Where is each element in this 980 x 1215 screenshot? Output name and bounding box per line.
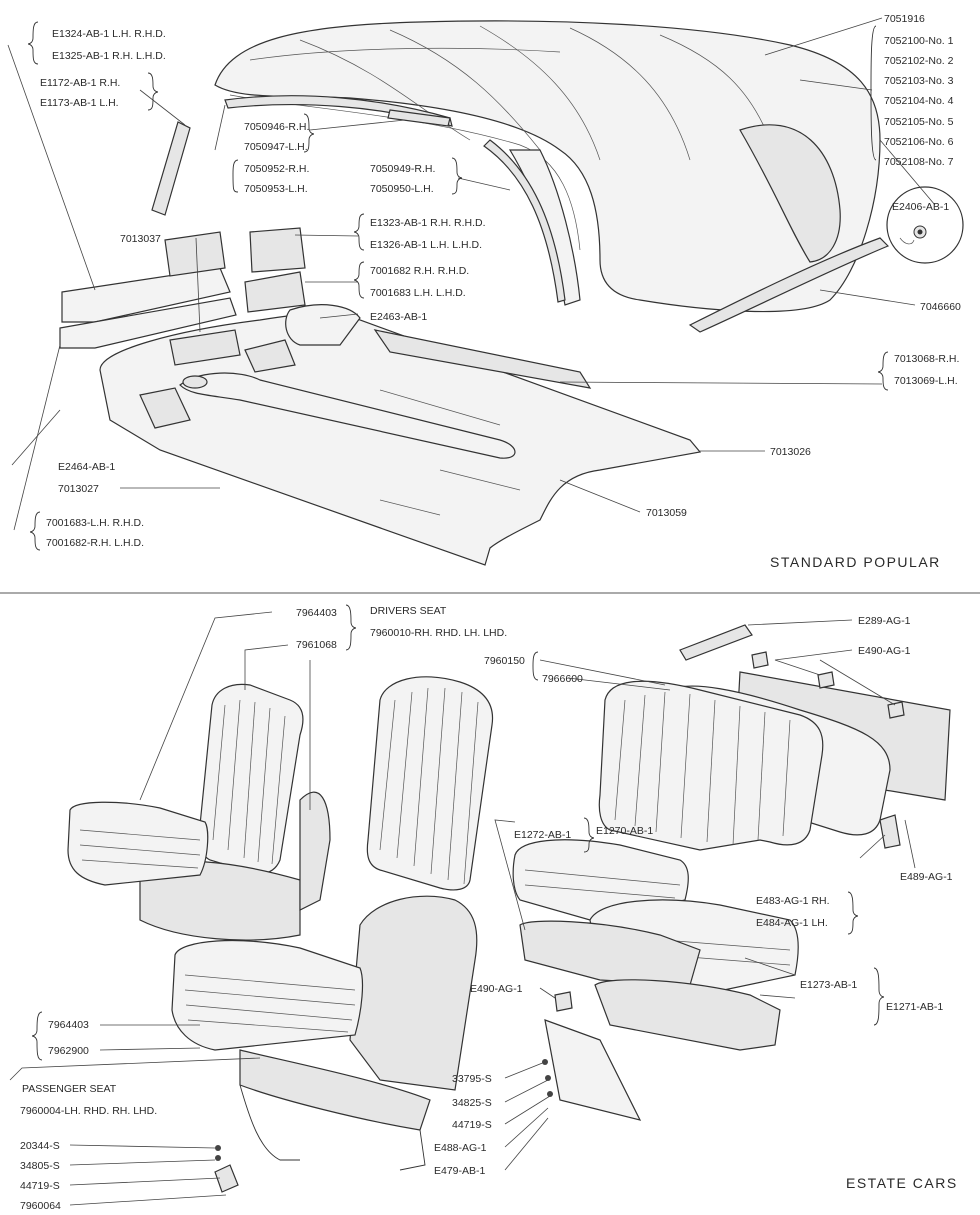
sill-strip-illustration <box>688 237 890 333</box>
trim-strip-illustration <box>151 121 191 216</box>
part-label-33795: 33795-S <box>452 1073 492 1085</box>
part-label-e1272: E1272-AB-1 <box>514 829 571 841</box>
part-label-7052103: 7052103-No. 3 <box>884 75 954 87</box>
fittings-illustration <box>214 624 905 1193</box>
part-label-e2463: E2463-AB-1 <box>370 311 427 323</box>
part-label-7052106: 7052106-No. 6 <box>884 136 954 148</box>
part-label-e490b: E490-AG-1 <box>470 983 523 995</box>
bottom-brackets <box>31 604 885 1061</box>
fastener-detail-illustration <box>886 186 964 264</box>
roof-rail-illustration <box>224 95 566 303</box>
part-label-e488: E488-AG-1 <box>434 1142 487 1154</box>
part-label-7013068: 7013068-R.H. <box>894 353 959 365</box>
part-label-e2406: E2406-AB-1 <box>892 201 949 213</box>
part-label-7050950: 7050950-L.H. <box>370 183 434 195</box>
part-label-7960064: 7960064 <box>20 1200 61 1212</box>
bottom-part-labels: 7964403 7961068 DRIVERS SEAT 7960010-RH.… <box>20 605 953 1212</box>
top-brackets <box>27 21 889 551</box>
part-label-44719a: 44719-S <box>452 1119 492 1131</box>
standard-popular-section: E1324-AB-1 L.H. R.H.D. E1325-AB-1 R.H. L… <box>7 13 964 570</box>
part-label-7013027: 7013027 <box>58 483 99 495</box>
part-label-e484: E484-AG-1 LH. <box>756 917 828 929</box>
part-label-7001683b: 7001683-L.H. R.H.D. <box>46 517 144 529</box>
part-label-e1326: E1326-AB-1 L.H. L.H.D. <box>370 239 482 251</box>
part-label-e1172: E1172-AB-1 R.H. <box>40 77 120 89</box>
part-label-44719b: 44719-S <box>20 1180 60 1192</box>
part-label-7964403b: 7964403 <box>48 1019 89 1031</box>
drivers-seat-label: DRIVERS SEAT <box>370 605 447 617</box>
passenger-seat-illustration <box>171 895 478 1171</box>
part-label-e1271: E1271-AB-1 <box>886 1001 943 1013</box>
part-label-7050952: 7050952-R.H. <box>244 163 309 175</box>
rear-seat-back-illustration <box>598 671 951 851</box>
part-label-7046660: 7046660 <box>920 301 961 313</box>
part-label-e2464: E2464-AB-1 <box>58 461 115 473</box>
bottom-leader-lines <box>9 611 916 1206</box>
part-label-e483: E483-AG-1 RH. <box>756 895 830 907</box>
part-label-7050953: 7050953-L.H. <box>244 183 308 195</box>
part-label-7050949: 7050949-R.H. <box>370 163 435 175</box>
part-label-7052105: 7052105-No. 5 <box>884 116 954 128</box>
part-label-e289: E289-AG-1 <box>858 615 911 627</box>
part-label-7960004: 7960004-LH. RHD. RH. LHD. <box>20 1105 157 1117</box>
side-panels-illustration <box>59 227 306 349</box>
top-part-labels: E1324-AB-1 L.H. R.H.D. E1325-AB-1 R.H. L… <box>40 13 961 549</box>
drivers-seat-illustration <box>67 683 331 941</box>
part-label-e1323: E1323-AB-1 R.H. R.H.D. <box>370 217 486 229</box>
part-label-e1173: E1173-AB-1 L.H. <box>40 97 119 109</box>
part-label-e1324: E1324-AB-1 L.H. R.H.D. <box>52 28 166 40</box>
part-label-7013069: 7013069-L.H. <box>894 375 958 387</box>
part-label-7962900: 7962900 <box>48 1045 89 1057</box>
part-label-7052108: 7052108-No. 7 <box>884 156 954 168</box>
top-leader-lines <box>7 17 936 531</box>
part-label-e1270: E1270-AB-1 <box>596 825 653 837</box>
estate-cars-section: 7964403 7961068 DRIVERS SEAT 7960010-RH.… <box>9 604 958 1212</box>
part-label-e479: E479-AB-1 <box>434 1165 486 1177</box>
part-label-7052100: 7052100-No. 1 <box>884 35 954 47</box>
floor-carpet-illustration <box>99 304 702 566</box>
part-label-7964403a: 7964403 <box>296 607 337 619</box>
part-label-7050947: 7050947-L.H. <box>244 141 308 153</box>
part-label-34805: 34805-S <box>20 1160 60 1172</box>
section-title-standard-popular: STANDARD POPULAR <box>770 554 941 570</box>
part-label-7013026: 7013026 <box>770 446 811 458</box>
part-label-e489: E489-AG-1 <box>900 871 953 883</box>
part-label-34825: 34825-S <box>452 1097 492 1109</box>
rear-cushion-illustration <box>512 839 799 1051</box>
part-label-e1325: E1325-AB-1 R.H. L.H.D. <box>52 50 166 62</box>
part-label-7051916: 7051916 <box>884 13 925 25</box>
seat-back-illustration <box>366 676 494 891</box>
part-label-7966600: 7966600 <box>542 673 583 685</box>
passenger-seat-label: PASSENGER SEAT <box>22 1083 117 1095</box>
part-label-7001682a: 7001682 R.H. R.H.D. <box>370 265 469 277</box>
part-label-7052104: 7052104-No. 4 <box>884 95 954 107</box>
part-label-20344: 20344-S <box>20 1140 60 1152</box>
part-label-7050946: 7050946-R.H. <box>244 121 309 133</box>
part-label-7001682b: 7001682-R.H. L.H.D. <box>46 537 144 549</box>
part-label-7960150: 7960150 <box>484 655 525 667</box>
part-label-7013059: 7013059 <box>646 507 687 519</box>
part-label-7961068: 7961068 <box>296 639 337 651</box>
part-label-7001683a: 7001683 L.H. L.H.D. <box>370 287 466 299</box>
part-label-7960010: 7960010-RH. RHD. LH. LHD. <box>370 627 507 639</box>
section-title-estate-cars: ESTATE CARS <box>846 1175 958 1191</box>
roof-headlining-illustration <box>214 20 881 313</box>
part-label-7013037: 7013037 <box>120 233 161 245</box>
part-label-e490a: E490-AG-1 <box>858 645 911 657</box>
part-label-7052102: 7052102-No. 2 <box>884 55 954 67</box>
part-label-e1273: E1273-AB-1 <box>800 979 857 991</box>
